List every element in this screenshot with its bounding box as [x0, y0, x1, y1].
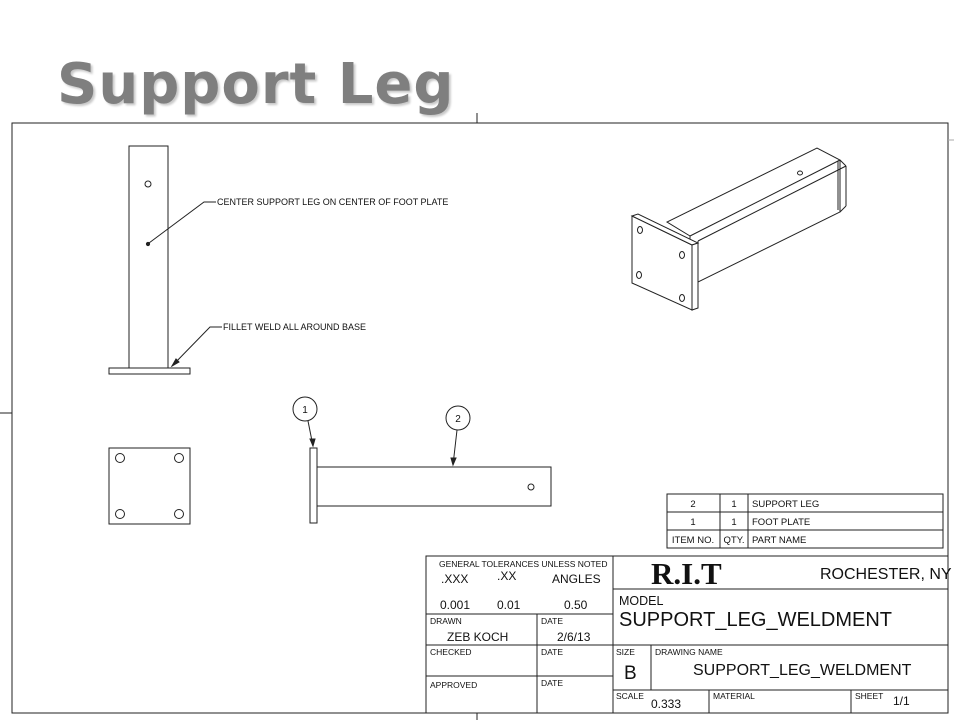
slide-title: Support Leg [57, 52, 455, 117]
bom-row-2-qty: 1 [731, 517, 736, 528]
note-fillet-weld: FILLET WELD ALL AROUND BASE [223, 322, 366, 332]
bom-row-2-name: FOOT PLATE [752, 517, 810, 528]
bom-row-1-item: 2 [690, 499, 695, 510]
tol-label-xx: .XX [497, 569, 516, 583]
isometric-view [630, 147, 847, 311]
bom-header-name: PART NAME [752, 535, 806, 546]
bom-header-item: ITEM NO. [672, 535, 714, 546]
sheet-value: 1/1 [893, 694, 910, 708]
bom-row-1-name: SUPPORT LEG [752, 499, 819, 510]
drawn-date-value: 2/6/13 [557, 630, 591, 644]
note-center-support: CENTER SUPPORT LEG ON CENTER OF FOOT PLA… [217, 197, 448, 207]
balloon-2 [445, 405, 471, 431]
balloon-1 [292, 396, 318, 422]
checked-date-label: DATE [541, 647, 563, 657]
bom-row-1-qty: 1 [731, 499, 736, 510]
approved-date-label: DATE [541, 678, 563, 688]
drawn-value: ZEB KOCH [447, 630, 508, 644]
balloon-1-label: 1 [302, 405, 308, 416]
tol-value-xx: 0.01 [497, 598, 521, 612]
tol-value-xxx: 0.001 [440, 598, 470, 612]
org-logo-text: R.I.T [651, 556, 722, 591]
model-value: SUPPORT_LEG_WELDMENT [619, 609, 892, 631]
size-label: SIZE [616, 647, 635, 657]
location-text: ROCHESTER, NY [820, 566, 952, 583]
material-label: MATERIAL [713, 691, 755, 701]
scale-value: 0.333 [651, 697, 681, 711]
front-view [108, 145, 222, 375]
tol-label-angles: ANGLES [552, 572, 601, 586]
drawn-date-label: DATE [541, 616, 563, 626]
foot-plate-top-view [108, 447, 191, 525]
sheet-label: SHEET [855, 691, 883, 701]
size-value: B [624, 663, 637, 684]
bill-of-materials [666, 493, 944, 549]
drawn-label: DRAWN [430, 616, 462, 626]
balloon-2-label: 2 [455, 414, 461, 425]
bom-row-2-item: 1 [690, 517, 695, 528]
checked-label: CHECKED [430, 647, 472, 657]
approved-label: APPROVED [430, 680, 477, 690]
tol-value-angles: 0.50 [564, 598, 588, 612]
model-label: MODEL [619, 594, 664, 608]
title-block [425, 555, 949, 714]
scale-label: SCALE [616, 691, 644, 701]
side-view [292, 396, 552, 524]
bom-header-qty: QTY. [724, 535, 745, 546]
tol-label-xxx: .XXX [441, 572, 468, 586]
drawing-name-label: DRAWING NAME [655, 647, 723, 657]
tolerances-heading: GENERAL TOLERANCES UNLESS NOTED [439, 559, 607, 569]
drawing-name-value: SUPPORT_LEG_WELDMENT [693, 662, 912, 679]
